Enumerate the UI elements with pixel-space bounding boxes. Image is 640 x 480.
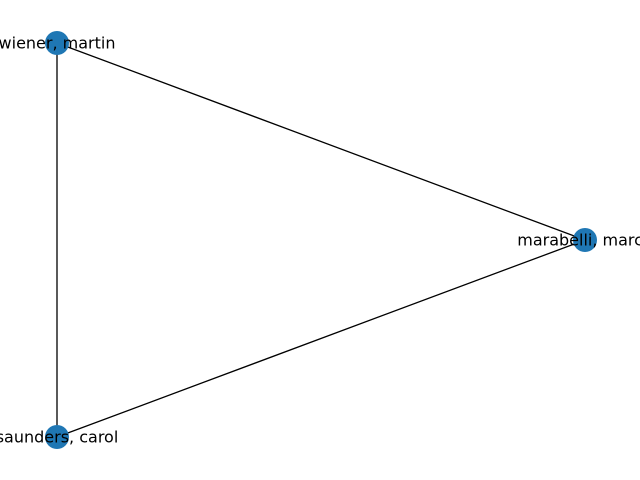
node-label-marabelli: marabelli, marco xyxy=(517,231,640,250)
graph-edges xyxy=(56,42,586,438)
graph-labels: wiener, martin marabelli, marco saunders… xyxy=(0,34,640,447)
node-label-wiener: wiener, martin xyxy=(0,34,115,53)
edge-saunders-marabelli xyxy=(56,239,586,438)
edge-wiener-marabelli xyxy=(56,42,586,241)
node-label-saunders: saunders, carol xyxy=(0,428,118,447)
node-marabelli[interactable] xyxy=(573,228,597,252)
node-saunders[interactable] xyxy=(45,425,69,449)
node-wiener[interactable] xyxy=(45,31,69,55)
graph-nodes xyxy=(45,31,597,449)
